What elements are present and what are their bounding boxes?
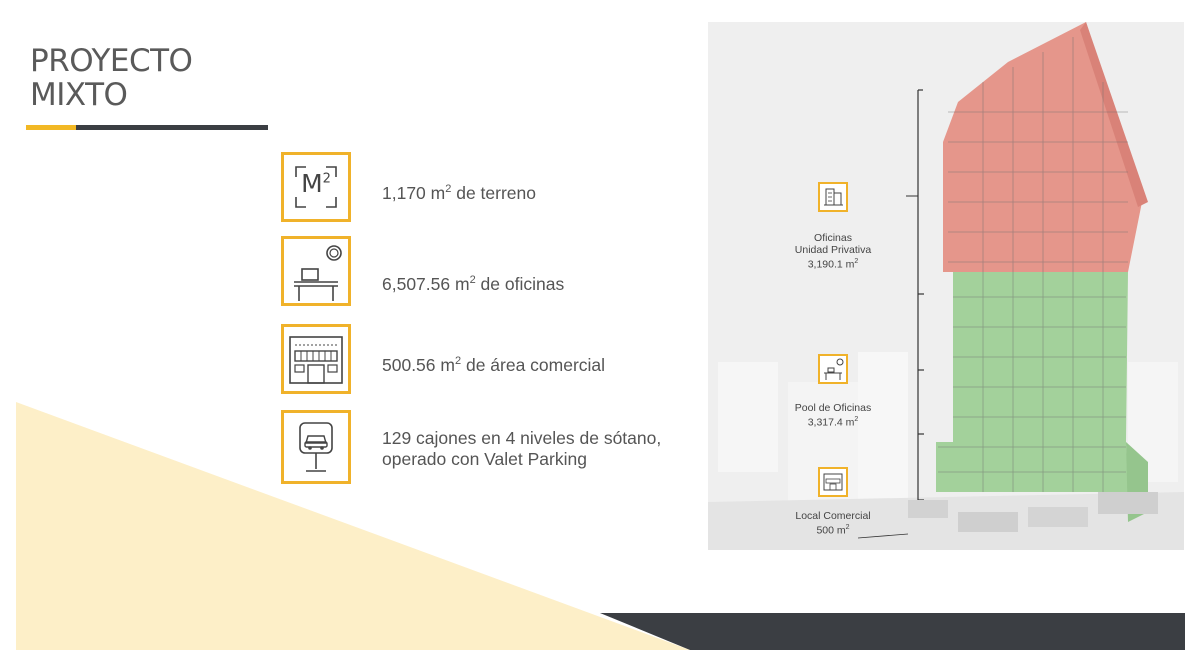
building-drawing xyxy=(708,22,1184,550)
title-line-1: PROYECTO xyxy=(30,43,193,79)
desk-clock-icon xyxy=(294,245,342,301)
storefront-icon xyxy=(818,467,848,497)
office-building-drawing xyxy=(824,188,843,206)
feature-commercial-text: 500.56 m2 de área comercial xyxy=(382,354,606,375)
car-sign-icon xyxy=(299,422,333,472)
section-commercial-label: Local Comercial 500 m2 xyxy=(795,510,871,537)
corner-brackets-icon xyxy=(295,166,337,208)
title-underline xyxy=(26,125,268,130)
m2-icon-text: M2 xyxy=(301,169,331,198)
office-desk-icon xyxy=(281,236,351,306)
cream-triangle xyxy=(16,402,690,650)
section-offices-label: Oficinas Unidad Privativa 3,190.1 m2 xyxy=(794,232,872,271)
building-illustration: Oficinas Unidad Privativa 3,190.1 m2 Poo… xyxy=(708,22,1184,550)
feature-land-text: 1,170 m2 de terreno xyxy=(382,182,536,203)
title-line-2: MIXTO xyxy=(30,77,128,113)
section-office-pool-label: Pool de Oficinas 3,317.4 m2 xyxy=(794,402,872,429)
m2-area-icon: M2 xyxy=(281,152,351,222)
storefront-drawing xyxy=(289,336,343,384)
office-building-icon xyxy=(818,182,848,212)
title-underline-dark xyxy=(76,125,268,130)
feature-offices-text: 6,507.56 m2 de oficinas xyxy=(382,273,565,294)
storefront-icon xyxy=(281,324,351,394)
bottom-band xyxy=(600,613,1185,650)
office-tower-lower xyxy=(936,272,1128,492)
desk-clock-small xyxy=(824,358,844,380)
dark-band xyxy=(600,613,1185,650)
feature-parking-text: 129 cajones en 4 niveles de sótano, oper… xyxy=(382,428,662,469)
car-parking-icon xyxy=(281,410,351,484)
office-desk-icon xyxy=(818,354,848,384)
title-underline-gold xyxy=(26,125,76,130)
storefront-small xyxy=(823,473,843,491)
page-title: PROYECTO MIXTO xyxy=(30,43,193,113)
